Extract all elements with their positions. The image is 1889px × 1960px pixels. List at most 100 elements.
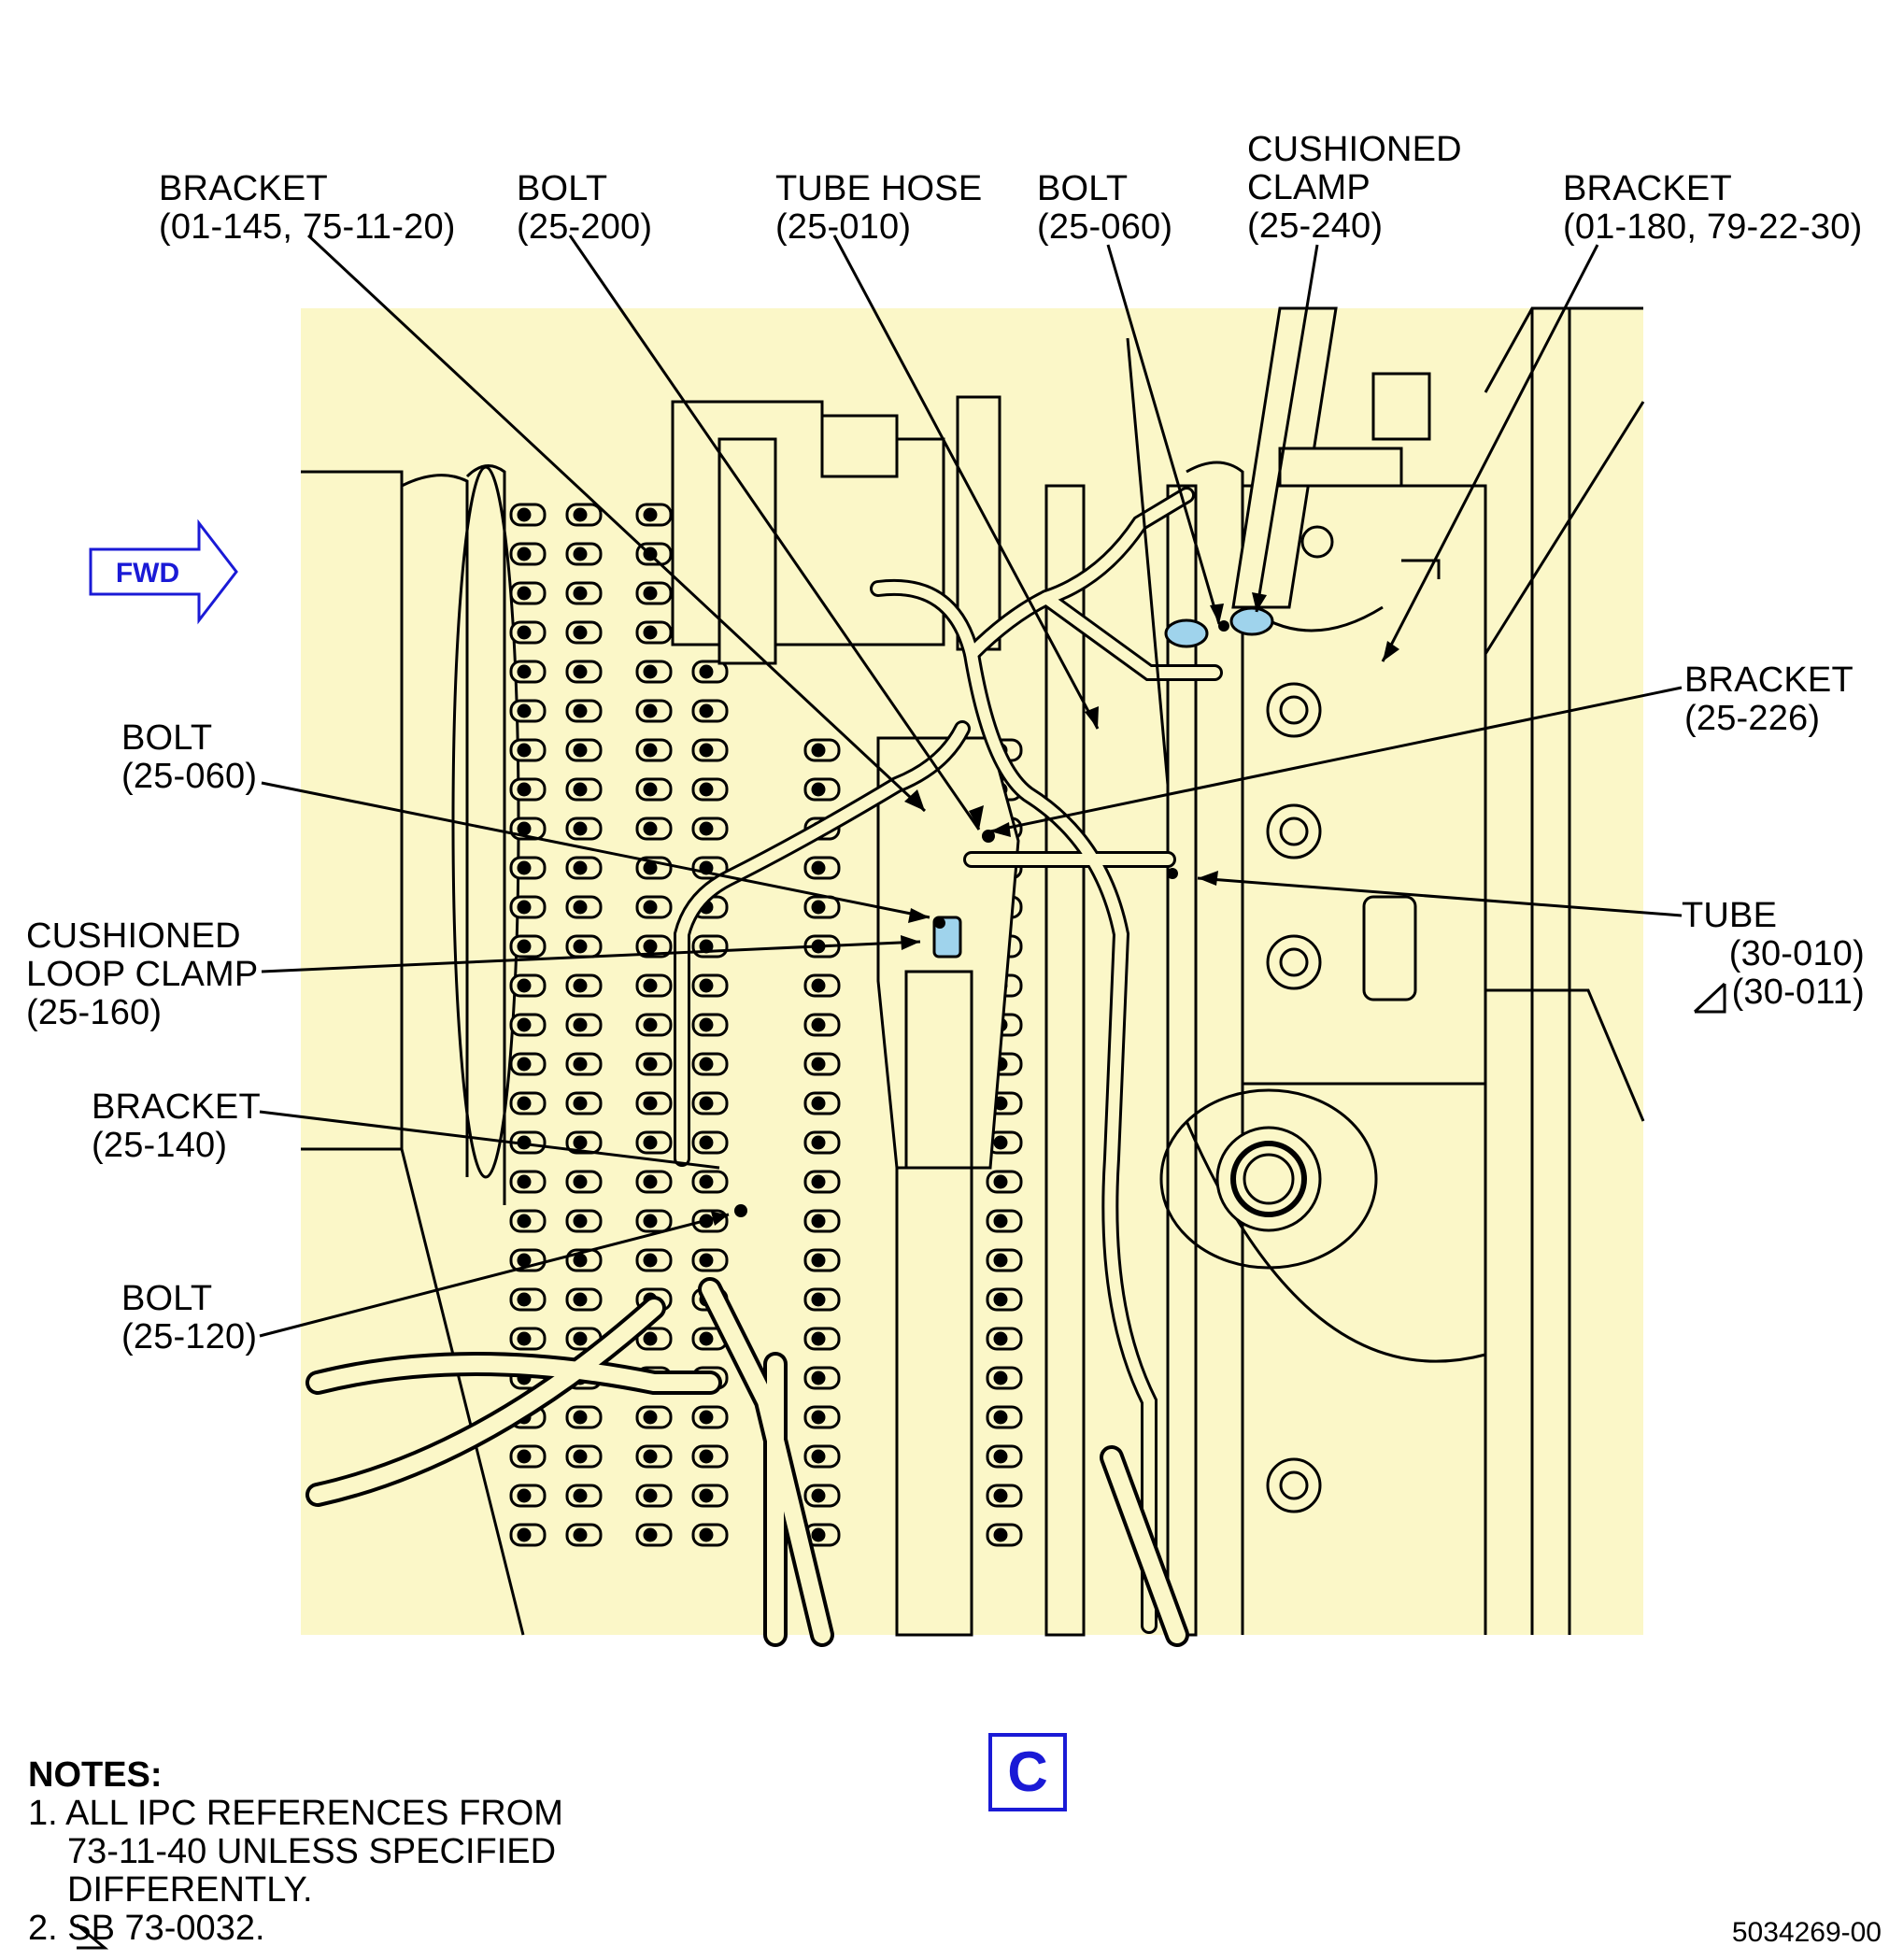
vane-hole bbox=[699, 1449, 714, 1464]
vane-hole bbox=[573, 1057, 588, 1072]
vane-hole bbox=[573, 1331, 588, 1346]
vane-hole bbox=[643, 1331, 658, 1346]
vane-hole bbox=[993, 1371, 1008, 1385]
vane-hole bbox=[573, 1253, 588, 1268]
vane-hole bbox=[517, 1253, 532, 1268]
vane-hole bbox=[573, 1449, 588, 1464]
vane-hole bbox=[517, 547, 532, 561]
vane-hole bbox=[699, 1174, 714, 1189]
vane-hole bbox=[643, 1253, 658, 1268]
fwd-label: FWD bbox=[116, 558, 179, 589]
vane-hole bbox=[643, 1449, 658, 1464]
vane-hole bbox=[517, 703, 532, 718]
vane-hole bbox=[811, 1174, 826, 1189]
vane-hole bbox=[573, 625, 588, 640]
vane-hole bbox=[517, 821, 532, 836]
vane-hole bbox=[699, 821, 714, 836]
vane-hole bbox=[811, 782, 826, 797]
vane-hole bbox=[699, 1410, 714, 1425]
vane-hole bbox=[573, 1174, 588, 1189]
vane-hole bbox=[643, 782, 658, 797]
vane-hole bbox=[573, 507, 588, 522]
fwd-arrow bbox=[89, 518, 238, 625]
vane-hole bbox=[811, 1057, 826, 1072]
callout-tube-hose: TUBE HOSE (25-010) bbox=[775, 169, 983, 247]
vane-hole bbox=[517, 1057, 532, 1072]
vane-hole bbox=[573, 1214, 588, 1229]
vane-hole bbox=[811, 1449, 826, 1464]
callout-bracket-25-140: BRACKET (25-140) bbox=[92, 1087, 261, 1165]
vane-hole bbox=[573, 900, 588, 915]
vane-hole bbox=[643, 1135, 658, 1150]
vane-hole bbox=[699, 743, 714, 758]
leader-arrowheads bbox=[711, 592, 1399, 1226]
vane-hole bbox=[699, 664, 714, 679]
vane-hole bbox=[517, 625, 532, 640]
vane-hole bbox=[811, 1410, 826, 1425]
vane-hole bbox=[811, 1017, 826, 1032]
vane-hole bbox=[517, 586, 532, 601]
vane-hole bbox=[573, 743, 588, 758]
vane-hole bbox=[993, 1449, 1008, 1464]
vane-hole bbox=[643, 821, 658, 836]
notes-block: NOTES: 1. ALL IPC REFERENCES FROM 73-11-… bbox=[28, 1756, 563, 1948]
vane-hole bbox=[643, 664, 658, 679]
vane-hole bbox=[993, 1331, 1008, 1346]
vane-hole bbox=[993, 1527, 1008, 1542]
callout-cushioned-clamp: CUSHIONED CLAMP (25-240) bbox=[1247, 130, 1462, 246]
vane-hole bbox=[573, 1096, 588, 1111]
vane-hole bbox=[517, 1331, 532, 1346]
callout-bolt-25-060-left: BOLT (25-060) bbox=[121, 718, 258, 796]
vane-hole bbox=[993, 1253, 1008, 1268]
vane-hole bbox=[811, 1135, 826, 1150]
vane-hole bbox=[993, 1410, 1008, 1425]
vane-hole bbox=[517, 860, 532, 875]
vane-hole bbox=[811, 1292, 826, 1307]
callout-bracket-25-226: BRACKET (25-226) bbox=[1684, 660, 1853, 738]
vane-hole bbox=[573, 1488, 588, 1503]
vane-hole bbox=[517, 1449, 532, 1464]
vane-hole bbox=[517, 664, 532, 679]
note-1-line-2: 73-11-40 UNLESS SPECIFIED bbox=[67, 1832, 557, 1871]
vane-hole bbox=[573, 978, 588, 993]
vane-hole bbox=[517, 1214, 532, 1229]
vane-hole bbox=[517, 1096, 532, 1111]
vane-hole bbox=[643, 1410, 658, 1425]
vane-hole bbox=[811, 1488, 826, 1503]
vane-hole bbox=[993, 1135, 1008, 1150]
vane-hole bbox=[699, 703, 714, 718]
vane-hole bbox=[699, 1135, 714, 1150]
vane-hole bbox=[643, 900, 658, 915]
vane-hole bbox=[699, 1488, 714, 1503]
vane-hole bbox=[699, 782, 714, 797]
vane-hole bbox=[643, 1057, 658, 1072]
callout-bracket-01-145: BRACKET (01-145, 75-11-20) bbox=[159, 169, 456, 247]
vane-hole bbox=[573, 664, 588, 679]
callout-cushioned-loop-clamp: CUSHIONED LOOP CLAMP (25-160) bbox=[26, 916, 259, 1032]
vane-hole bbox=[699, 978, 714, 993]
vane-hole bbox=[573, 1527, 588, 1542]
vane-hole bbox=[993, 1292, 1008, 1307]
vane-hole bbox=[573, 1292, 588, 1307]
vane-hole bbox=[643, 860, 658, 875]
vane-hole bbox=[573, 586, 588, 601]
vane-hole bbox=[699, 1527, 714, 1542]
vane-hole bbox=[699, 1253, 714, 1268]
vane-hole bbox=[811, 1331, 826, 1346]
note-1-line-1: 1. ALL IPC REFERENCES FROM bbox=[28, 1794, 563, 1833]
vane-hole bbox=[517, 1017, 532, 1032]
vane-hole bbox=[643, 743, 658, 758]
vane-hole bbox=[811, 1214, 826, 1229]
view-label-box: C bbox=[988, 1733, 1067, 1811]
vane-hole bbox=[573, 821, 588, 836]
vane-hole bbox=[643, 586, 658, 601]
vane-hole bbox=[643, 1096, 658, 1111]
vane-hole bbox=[643, 703, 658, 718]
vane-hole bbox=[573, 1135, 588, 1150]
vane-hole bbox=[517, 1488, 532, 1503]
vane-hole bbox=[573, 782, 588, 797]
vane-stages bbox=[509, 503, 1084, 1547]
vane-hole bbox=[643, 1527, 658, 1542]
vane-hole bbox=[517, 743, 532, 758]
